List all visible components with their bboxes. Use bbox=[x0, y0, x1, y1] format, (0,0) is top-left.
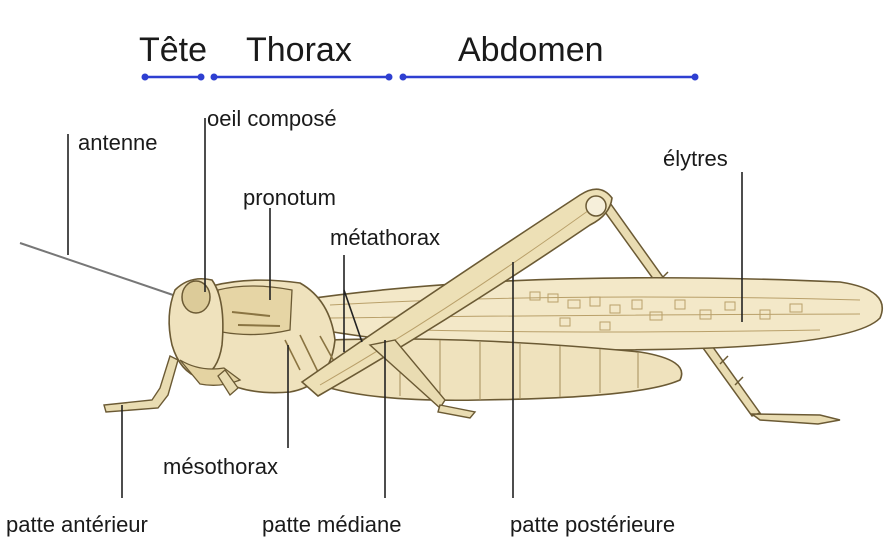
label-antenne: antenne bbox=[78, 130, 158, 155]
hind-knee bbox=[586, 196, 606, 216]
label-oeil-compose: oeil composé bbox=[207, 106, 337, 131]
grasshopper-illustration bbox=[20, 189, 882, 424]
thorax-bracket-start-dot bbox=[211, 74, 218, 81]
pronotum-shape bbox=[218, 286, 292, 335]
label-patte-posterieure: patte postérieure bbox=[510, 512, 675, 537]
abdomen-bracket-end-dot bbox=[692, 74, 699, 81]
section-brackets bbox=[142, 74, 699, 81]
label-pronotum: pronotum bbox=[243, 185, 336, 210]
head-bracket-end-dot bbox=[198, 74, 205, 81]
thorax-bracket-end-dot bbox=[386, 74, 393, 81]
front-leg-shape bbox=[104, 356, 178, 412]
abdomen-bracket-start-dot bbox=[400, 74, 407, 81]
section-head-label: Tête bbox=[139, 31, 207, 69]
hind-tarsus bbox=[752, 414, 840, 424]
antenna-line bbox=[20, 243, 176, 296]
label-elytres: élytres bbox=[663, 146, 728, 171]
middle-leg-tarsus bbox=[438, 405, 475, 418]
label-patte-mediane: patte médiane bbox=[262, 512, 401, 537]
section-thorax-label: Thorax bbox=[246, 31, 352, 69]
label-patte-anterieur: patte antérieur bbox=[6, 512, 148, 537]
label-metathorax: métathorax bbox=[330, 225, 440, 250]
section-abdomen-label: Abdomen bbox=[458, 31, 604, 69]
head-bracket-start-dot bbox=[142, 74, 149, 81]
label-mesothorax: mésothorax bbox=[163, 454, 278, 479]
